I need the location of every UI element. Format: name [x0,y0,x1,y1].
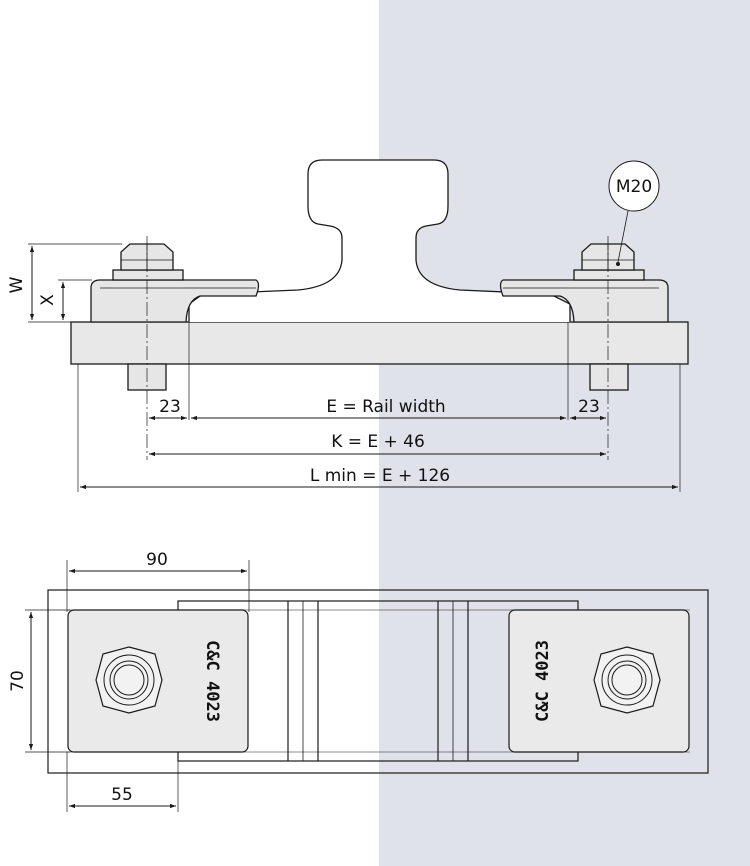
dim-label-e: E = Rail width [326,397,445,417]
clip-marking-left: C&C 4023 [202,640,222,722]
bolt-size-label: M20 [616,177,652,197]
dim-label-w: W [7,276,27,293]
base-plate [70,321,689,365]
top-view [25,560,709,812]
bolt-callout-circle [608,160,660,212]
nut-right-top [593,646,661,714]
clip-marking-right: C&C 4023 [533,640,553,722]
washer-right [573,269,645,281]
dim-label-23-left: 23 [159,397,181,417]
nut-left-top [95,646,163,714]
rail-profile [188,159,571,322]
rail-clip-right [499,279,669,323]
side-view [28,159,689,492]
dim-label-k: K = E + 46 [331,432,425,452]
dim-label-90: 90 [146,550,168,570]
dim-label-l: L min = E + 126 [310,466,450,486]
bolt-end-right [589,363,629,391]
dim-label-70: 70 [8,670,28,692]
base-plate-top [47,589,709,774]
dim-label-55: 55 [111,785,133,805]
washer-left [112,269,184,281]
dim-label-23-right: 23 [578,397,600,417]
dim-label-x: X [38,294,58,306]
rail-clip-left [90,279,260,323]
